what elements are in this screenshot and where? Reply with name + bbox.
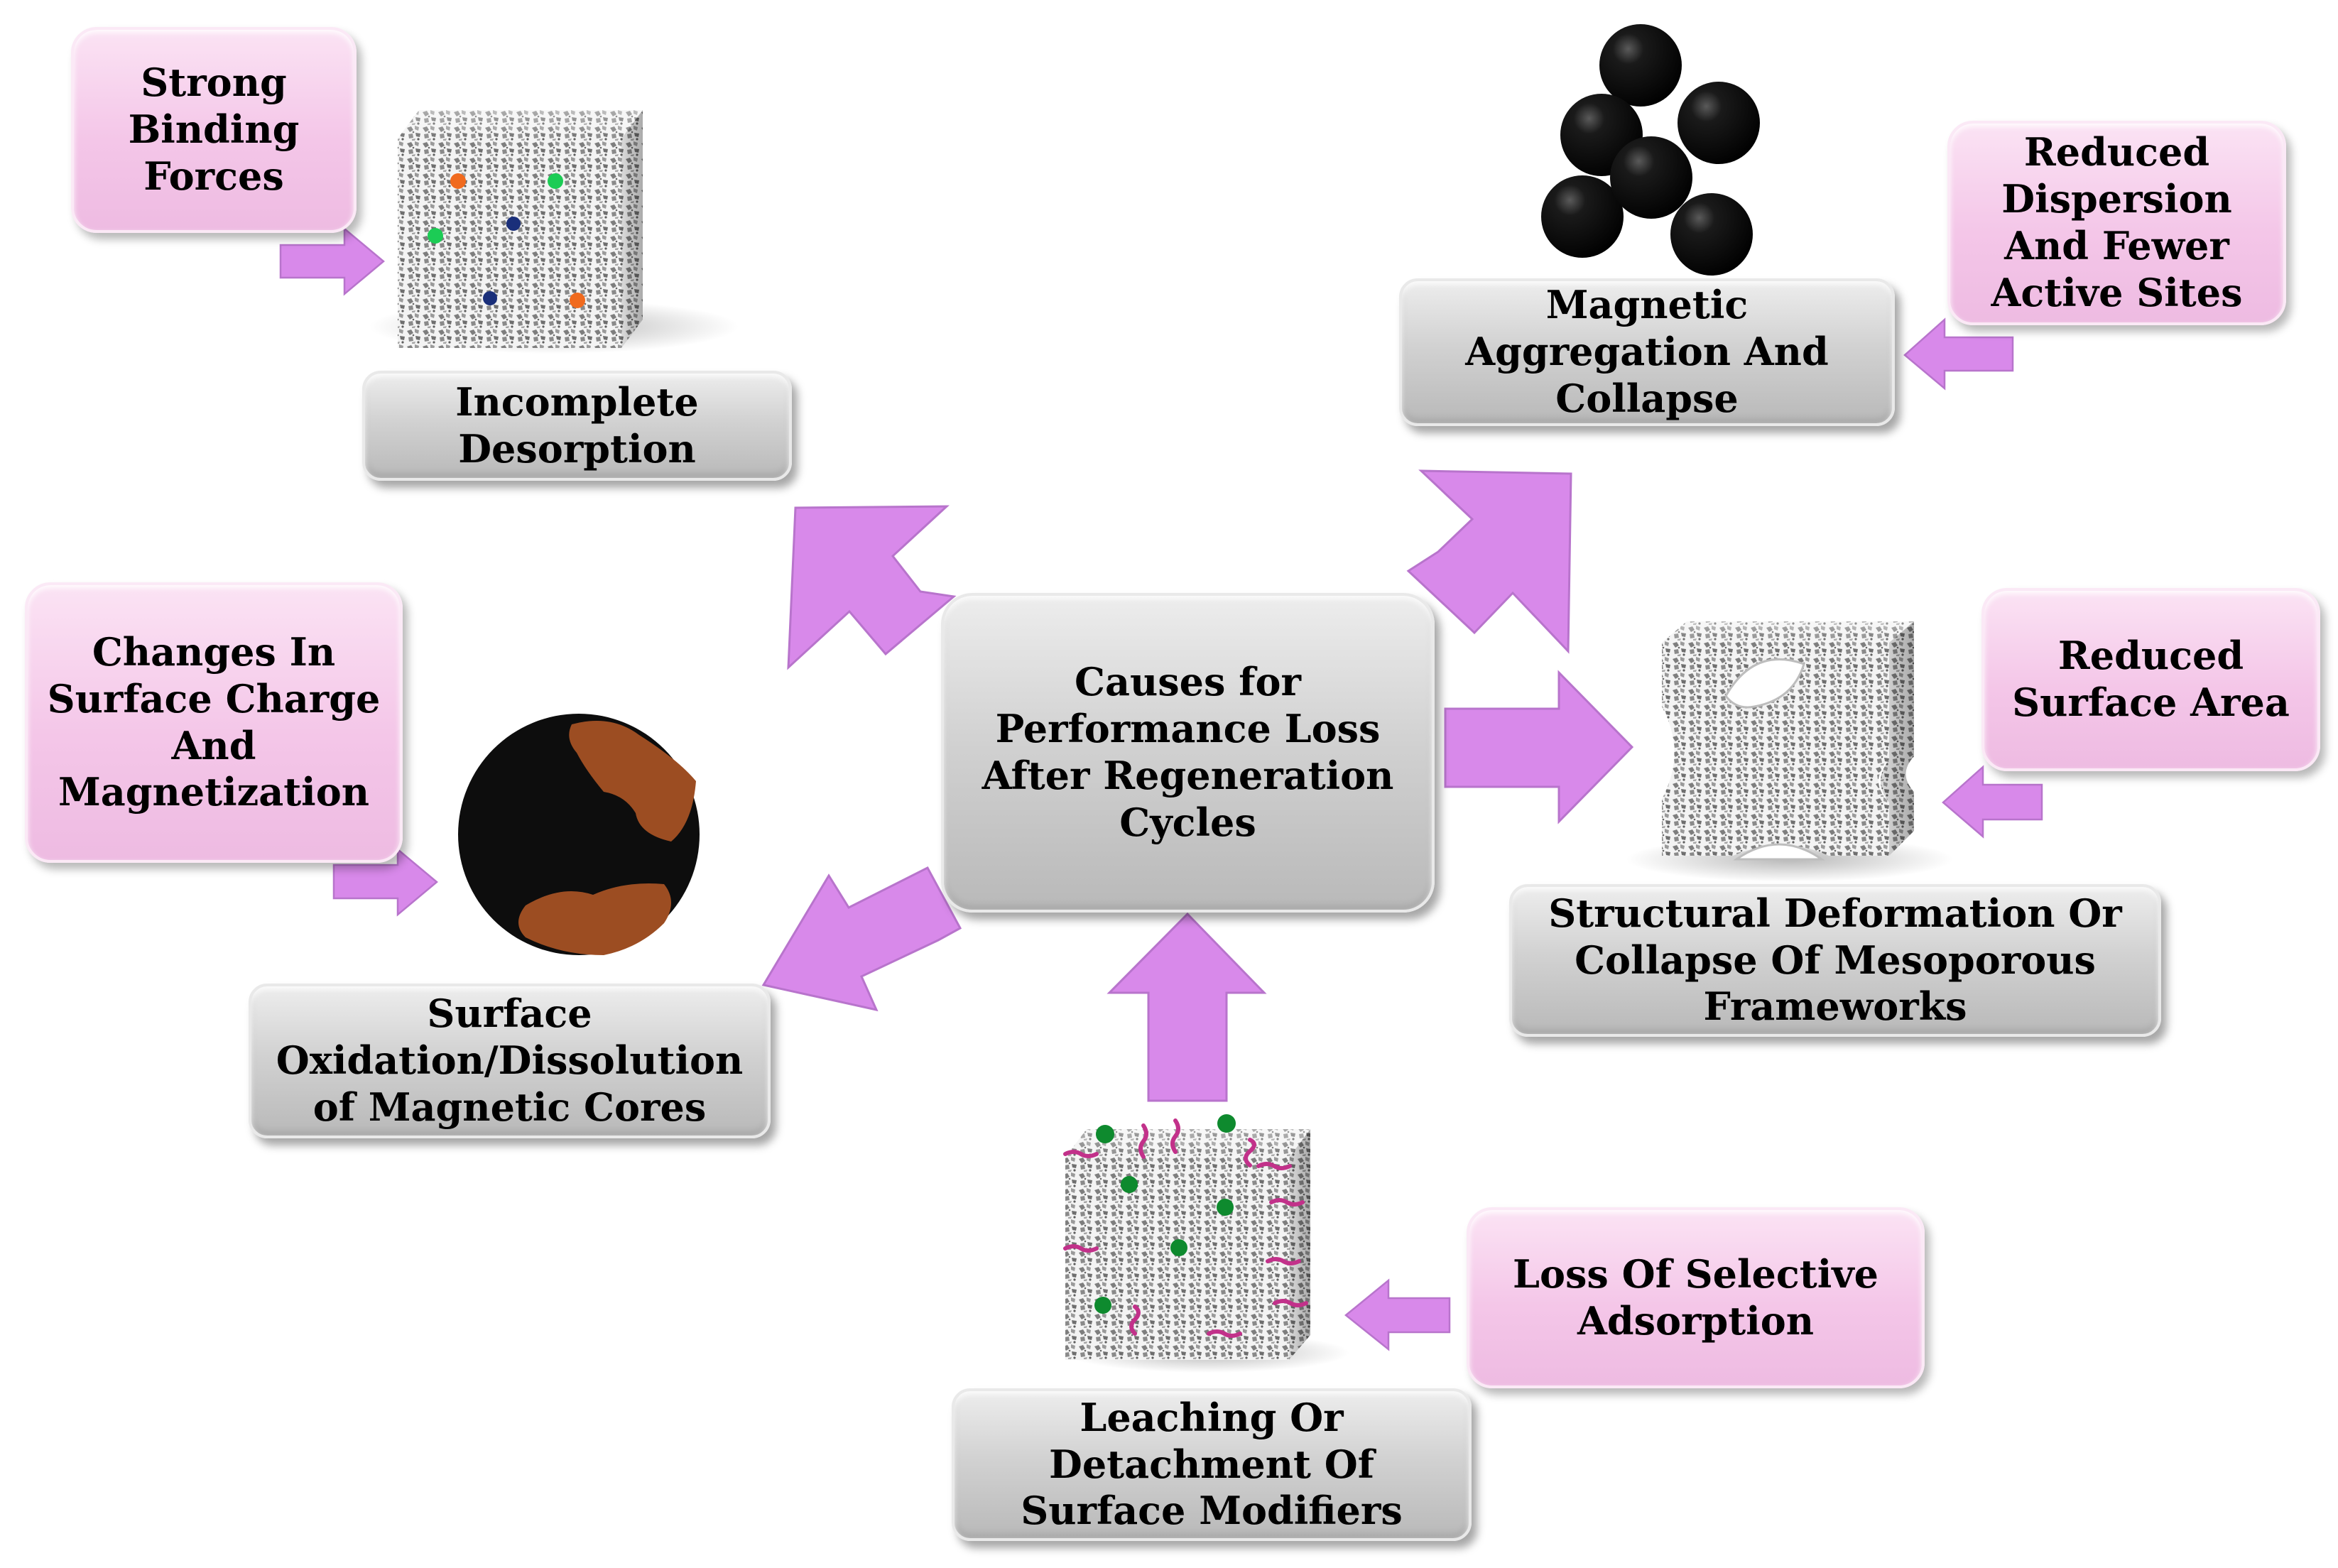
arrow-changes-surface-charge — [332, 847, 438, 917]
effect-incomplete-desorption-label: Incomplete Desorption — [455, 379, 699, 472]
arrow-to-structural-deformation — [1444, 670, 1634, 824]
center-title: Causes for Performance Loss After Regene… — [982, 659, 1394, 845]
porous-cube-with-adsorbed-pollutants-icon — [369, 110, 739, 354]
collapsed-porous-cube-icon — [1626, 621, 1953, 882]
effect-surface-oxidation: Surface Oxidation/Dissolution of Magneti… — [249, 984, 771, 1138]
main-arrows — [761, 469, 1634, 1102]
consequence-strong-binding-label: Strong Binding Forces — [128, 60, 300, 199]
arrow-reduced-dispersion — [1903, 317, 2014, 391]
consequence-reduced-dispersion: Reduced Dispersion And Fewer Active Site… — [1947, 121, 2286, 325]
arrow-to-incomplete-desorption — [787, 505, 957, 670]
consequence-reduced-surface-area: Reduced Surface Area — [1981, 588, 2320, 771]
effect-structural-deformation-label: Structural Deformation Or Collapse Of Me… — [1548, 890, 2122, 1030]
consequence-changes-surface-charge-label: Changes In Surface Charge And Magnetizat… — [47, 628, 381, 815]
effect-magnetic-aggregation: Magnetic Aggregation And Collapse — [1399, 278, 1895, 426]
arrow-loss-selective — [1344, 1278, 1451, 1351]
porous-cube-with-surface-modifiers-icon — [1063, 1114, 1349, 1373]
small-arrows — [279, 227, 2043, 1351]
consequence-reduced-dispersion-label: Reduced Dispersion And Fewer Active Site… — [1991, 129, 2243, 315]
effect-incomplete-desorption: Incomplete Desorption — [362, 371, 792, 481]
consequence-changes-surface-charge: Changes In Surface Charge And Magnetizat… — [25, 582, 403, 863]
arrow-to-magnetic-aggregation — [1406, 469, 1572, 654]
aggregated-magnetic-particles-icon — [1541, 24, 1760, 276]
effect-leaching-label: Leaching Or Detachment Of Surface Modifi… — [1021, 1394, 1403, 1534]
effect-structural-deformation: Structural Deformation Or Collapse Of Me… — [1509, 884, 2161, 1037]
consequence-loss-selective: Loss Of Selective Adsorption — [1467, 1207, 1925, 1388]
effect-surface-oxidation-label: Surface Oxidation/Dissolution of Magneti… — [276, 991, 744, 1130]
arrow-strong-binding — [279, 227, 385, 296]
arrow-reduced-surface-area — [1942, 765, 2043, 839]
consequence-reduced-surface-area-label: Reduced Surface Area — [2012, 633, 2290, 725]
consequence-strong-binding: Strong Binding Forces — [71, 27, 357, 233]
effect-leaching: Leaching Or Detachment Of Surface Modifi… — [952, 1388, 1472, 1541]
arrow-to-leaching — [1107, 912, 1267, 1102]
oxidized-magnetic-core-icon — [458, 714, 700, 955]
center-causes-box: Causes for Performance Loss After Regene… — [941, 593, 1435, 913]
arrow-to-surface-oxidation — [761, 866, 962, 1012]
effect-magnetic-aggregation-label: Magnetic Aggregation And Collapse — [1465, 282, 1829, 421]
consequence-loss-selective-label: Loss Of Selective Adsorption — [1513, 1251, 1878, 1344]
